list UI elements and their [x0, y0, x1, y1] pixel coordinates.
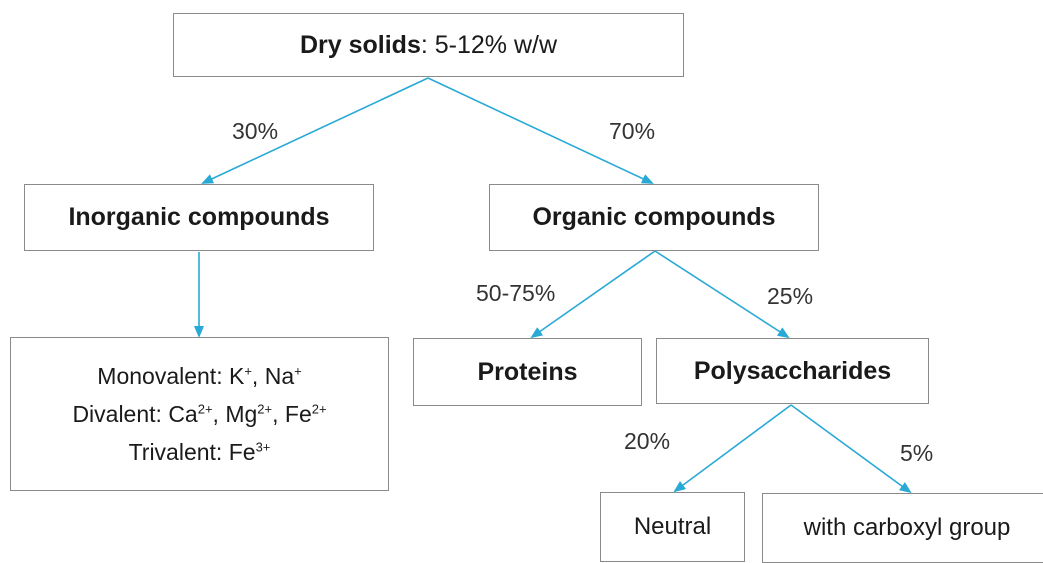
- ions-divalent: Divalent: Ca2+, Mg2+, Fe2+: [72, 401, 327, 427]
- edge-root-inorganic: [201, 77, 429, 184]
- ions-node: Monovalent: K+, Na+ Divalent: Ca2+, Mg2+…: [10, 337, 389, 491]
- neutral-node: Neutral: [600, 492, 745, 562]
- edge-poly-carboxyl: [790, 404, 912, 494]
- edge-poly-neutral: [673, 404, 792, 493]
- ions-trivalent: Trivalent: Fe3+: [128, 439, 271, 465]
- proteins-node: Proteins: [413, 338, 642, 406]
- share-neutral: 20%: [624, 428, 671, 454]
- organic-label: Organic compounds: [532, 203, 776, 231]
- edge-organic-proteins: [530, 250, 656, 339]
- inorganic-label: Inorganic compounds: [68, 203, 330, 231]
- share-carboxyl: 5%: [900, 440, 934, 466]
- carboxyl-label: with carboxyl group: [803, 514, 1011, 541]
- root-title-bold: Dry solids: [299, 30, 421, 59]
- carboxyl-node: with carboxyl group: [762, 493, 1043, 563]
- share-organic: 70%: [609, 118, 656, 144]
- polysaccharides-node: Polysaccharides: [656, 338, 929, 404]
- edge-root-organic: [427, 77, 654, 184]
- neutral-label: Neutral: [633, 513, 712, 540]
- proteins-label: Proteins: [477, 357, 578, 386]
- share-inorganic: 30%: [232, 118, 279, 144]
- share-polysaccharides: 25%: [767, 283, 814, 309]
- root-title-rest: : 5-12% w/w: [420, 30, 558, 59]
- organic-node: Organic compounds: [489, 184, 819, 251]
- ions-monovalent: Monovalent: K+, Na+: [97, 363, 302, 389]
- share-proteins: 50-75%: [476, 280, 556, 306]
- edge-organic-polysaccharides: [654, 250, 790, 339]
- polysaccharides-label: Polysaccharides: [693, 356, 892, 385]
- root-node: Dry solids: 5-12% w/w: [173, 13, 684, 77]
- inorganic-node: Inorganic compounds: [24, 184, 374, 251]
